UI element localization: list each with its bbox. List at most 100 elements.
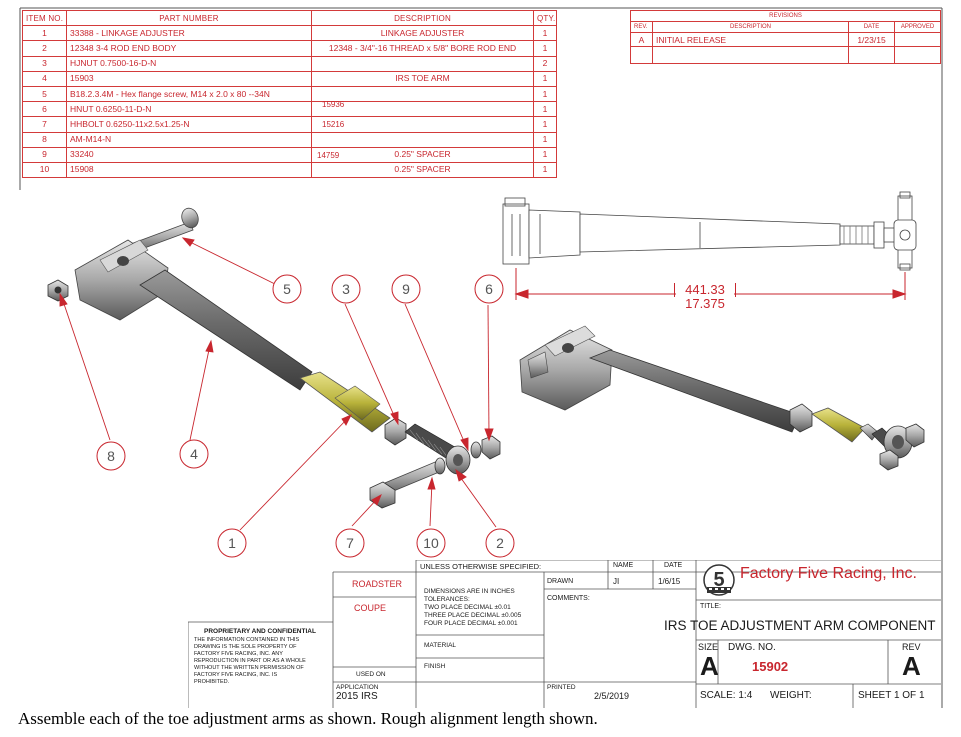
- balloon-label: 3: [342, 281, 350, 297]
- balloon-6: 6: [474, 274, 504, 304]
- size-value: A: [700, 651, 719, 681]
- date-header: DATE: [664, 562, 683, 569]
- application-value: 2015 IRS: [336, 691, 378, 702]
- balloon-8: 8: [96, 441, 126, 471]
- balloon-label: 9: [402, 281, 410, 297]
- rod-end: [404, 423, 471, 475]
- company-logo-icon: 5: [703, 564, 735, 596]
- balloon-label: 4: [190, 446, 198, 462]
- bom-quantity: 1: [533, 146, 557, 163]
- balloon-label: 10: [423, 535, 439, 551]
- proprietary-line: WITHOUT THE WRITTEN PERMISSION OF: [194, 665, 304, 671]
- printed-label: PRINTED: [547, 684, 576, 691]
- balloon-circle: [179, 439, 209, 469]
- revisions-table: REVISIONS REV. DESCRIPTION DATE APPROVED…: [630, 10, 941, 64]
- bom-note: 15216: [322, 120, 345, 129]
- bom-note: 14759: [317, 151, 340, 160]
- bom-quantity: 1: [533, 40, 557, 57]
- drawing-title: IRS TOE ADJUSTMENT ARM COMPONENT: [664, 618, 936, 633]
- balloon-circle: [485, 528, 515, 558]
- used-on-label: USED ON: [356, 671, 386, 678]
- title-block: UNLESS OTHERWISE SPECIFIED: NAME DATE RO…: [188, 560, 941, 708]
- bom-note: 15936: [322, 100, 345, 109]
- bom-item-number: 10: [22, 161, 67, 179]
- proprietary-line: FACTORY FIVE RACING, INC. ANY: [194, 651, 283, 657]
- name-header: NAME: [613, 562, 634, 569]
- balloon-circle: [96, 441, 126, 471]
- balloon-circle: [335, 528, 365, 558]
- balloon-4: 4: [179, 439, 209, 469]
- jam-nut: [384, 417, 407, 446]
- side-view: [502, 191, 917, 271]
- balloon-circle: [416, 528, 446, 558]
- size-label: SIZE: [698, 642, 719, 652]
- dimension-mm: 441.33: [674, 283, 736, 297]
- material-label: MATERIAL: [424, 642, 457, 649]
- hex-nut-item-8: [47, 279, 69, 302]
- balloon-2: 2: [485, 528, 515, 558]
- linkage-adjuster: [299, 371, 391, 433]
- drawn-date: 1/6/15: [658, 577, 681, 586]
- drawn-label: DRAWN: [547, 578, 574, 585]
- instruction-caption: Assemble each of the toe adjustment arms…: [18, 709, 598, 728]
- balloon-circle: [391, 274, 421, 304]
- proprietary-line: THE INFORMATION CONTAINED IN THIS: [194, 637, 300, 643]
- toe-arm: [74, 239, 313, 391]
- tolerance-three-place: THREE PLACE DECIMAL ±0.005: [424, 612, 522, 619]
- tolerances-label: TOLERANCES:: [424, 596, 470, 603]
- balloon-3: 3: [331, 274, 361, 304]
- balloon-circle: [331, 274, 361, 304]
- balloon-label: 5: [283, 281, 291, 297]
- balloon-10: 10: [416, 528, 446, 558]
- balloon-label: 1: [228, 535, 236, 551]
- weight-label: WEIGHT:: [770, 690, 812, 701]
- isometric-view: [519, 325, 925, 471]
- roadster-label: ROADSTER: [352, 579, 403, 589]
- balloon-label: 8: [107, 448, 115, 464]
- balloon-label: 7: [346, 535, 354, 551]
- exploded-view: [47, 207, 501, 509]
- title-block-grid: [188, 560, 941, 708]
- bom-header-row: ITEM NO. PART NUMBER DESCRIPTION QTY.: [22, 9, 557, 27]
- dimensions-note: DIMENSIONS ARE IN INCHES: [424, 588, 515, 595]
- revision-row: A INITIAL RELEASE 1/23/15: [630, 32, 941, 47]
- drawn-name: JI: [613, 577, 620, 586]
- balloon-leaders: [59, 237, 497, 531]
- balloon-circle: [474, 274, 504, 304]
- dwg-no-label: DWG. NO.: [728, 642, 776, 653]
- dwg-number: 15902: [752, 659, 789, 674]
- application-label: APPLICATION: [336, 684, 379, 691]
- tolerance-header: UNLESS OTHERWISE SPECIFIED:: [420, 562, 542, 571]
- rev-label: REV: [902, 642, 921, 652]
- balloon-label: 2: [496, 535, 504, 551]
- balloons: 1 2 3 4 5 6 7 8 9 10: [96, 274, 515, 558]
- dimension-inch: 17.375: [685, 296, 725, 311]
- comments-label: COMMENTS:: [547, 595, 590, 602]
- title-label: TITLE:: [700, 603, 722, 610]
- proprietary-line: FACTORY FIVE RACING, INC. IS: [194, 672, 278, 678]
- balloon-5: 5: [272, 274, 302, 304]
- printed-date: 2/5/2019: [594, 691, 630, 701]
- scale-label: SCALE: 1:4: [700, 690, 753, 701]
- proprietary-line: REPRODUCTION IN PART OR AS A WHOLE: [194, 658, 306, 664]
- proprietary-line: DRAWING IS THE SOLE PROPERTY OF: [194, 644, 297, 650]
- hex-nut-item-6: [481, 435, 501, 460]
- spacer: [470, 441, 482, 459]
- dimension-label: 441.33 17.375: [674, 283, 736, 311]
- balloon-1: 1: [217, 528, 247, 558]
- balloon-9: 9: [391, 274, 421, 304]
- balloon-circle: [217, 528, 247, 558]
- coupe-label: COUPE: [354, 603, 387, 613]
- balloon-circle: [272, 274, 302, 304]
- finish-label: FINISH: [424, 663, 446, 670]
- proprietary-line: PROHIBITED.: [194, 679, 230, 685]
- balloon-label: 6: [485, 281, 493, 297]
